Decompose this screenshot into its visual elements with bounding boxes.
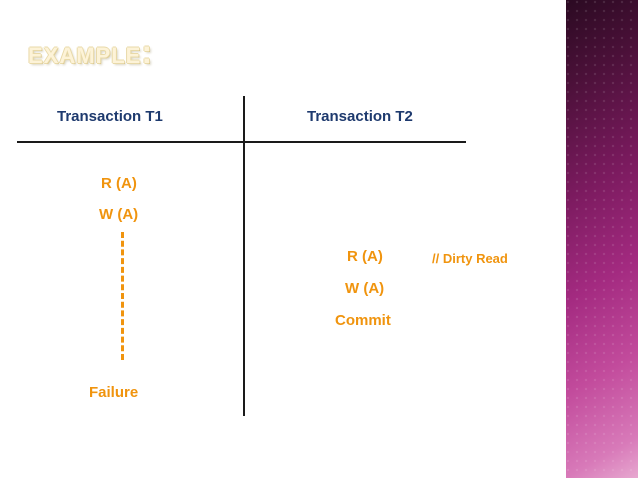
t1-operation-read: R (A) <box>101 175 137 192</box>
annotation-dirty-read: // Dirty Read <box>432 251 508 266</box>
t2-operation-read: R (A) <box>347 248 383 265</box>
column-divider-line <box>243 96 245 416</box>
t2-operation-write: W (A) <box>345 280 385 297</box>
t1-wait-dashed-line <box>121 232 124 360</box>
column-header-transaction-t2: Transaction T2 <box>307 108 413 125</box>
t2-operation-commit: Commit <box>335 312 391 329</box>
decorative-gradient-band <box>566 0 638 478</box>
header-divider-line <box>17 141 466 143</box>
page-title: Example: <box>28 34 154 70</box>
dot-pattern-overlay <box>566 0 638 478</box>
t1-operation-failure: Failure <box>89 384 139 401</box>
t1-operation-write: W (A) <box>99 206 139 223</box>
transaction-table: Transaction T1 Transaction T2 R (A) W (A… <box>0 96 566 436</box>
column-header-transaction-t1: Transaction T1 <box>57 108 163 125</box>
